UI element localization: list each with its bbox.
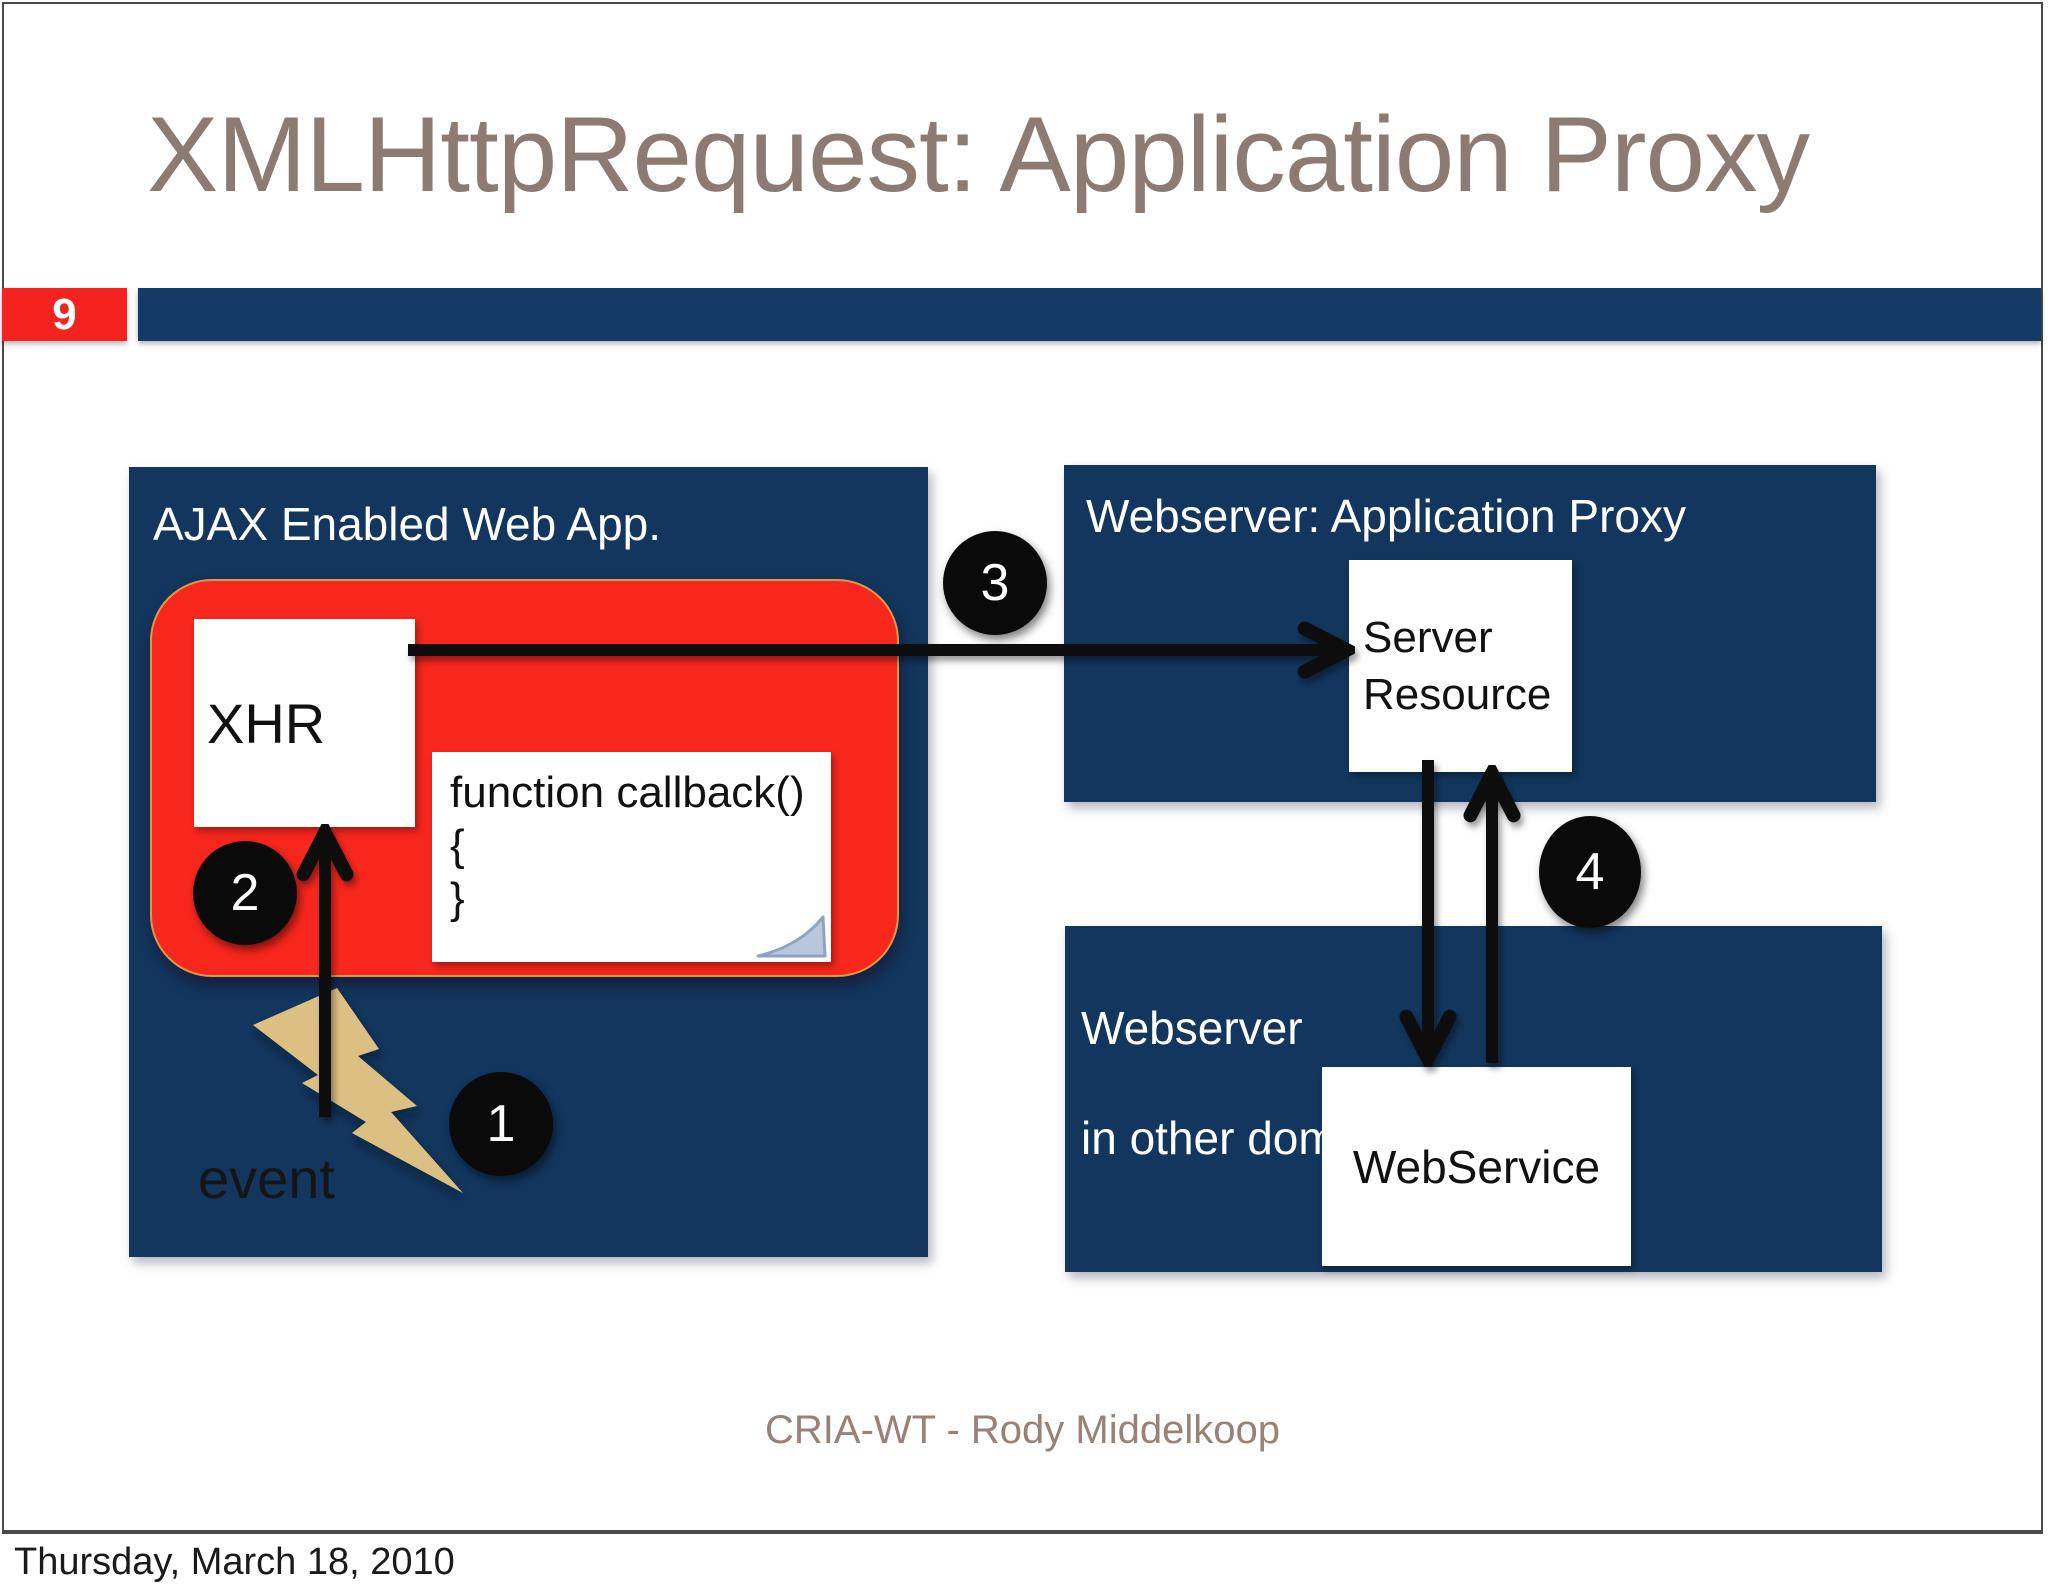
page-number-badge: 9	[2, 288, 127, 341]
callback-line-3: }	[450, 874, 465, 923]
callback-line-2: {	[450, 821, 465, 870]
step-badge-2-number: 2	[230, 864, 260, 922]
callback-line-1: function callback()	[450, 768, 805, 817]
server-resource-line-2: Resource	[1363, 670, 1552, 719]
callback-note: function callback() { }	[432, 752, 831, 962]
other-domain-title-line-1: Webserver	[1081, 1002, 1303, 1054]
xhr-node: XHR	[194, 619, 415, 827]
slide-canvas: XMLHttpRequest: Application Proxy 9 AJAX…	[2, 2, 2043, 1534]
step-badge-4: 4	[1539, 816, 1641, 928]
step-badge-3: 3	[943, 531, 1047, 635]
webservice-node: WebService	[1322, 1067, 1631, 1266]
server-resource-line-1: Server	[1363, 613, 1493, 662]
page-number: 9	[52, 289, 77, 339]
event-label: event	[198, 1147, 335, 1210]
webservice-label: WebService	[1352, 1140, 1601, 1193]
step-badge-2: 2	[193, 841, 297, 945]
title-divider-bar	[138, 288, 2041, 341]
application-proxy-title: Webserver: Application Proxy	[1086, 490, 1686, 542]
step-badge-4-number: 4	[1575, 843, 1605, 901]
footer-credit: CRIA-WT - Rody Middelkoop	[765, 1408, 1280, 1452]
slide-title: XMLHttpRequest: Application Proxy	[147, 94, 1810, 214]
step-badge-3-number: 3	[980, 554, 1010, 612]
ajax-web-app-title: AJAX Enabled Web App.	[153, 498, 662, 550]
server-resource-node: Server Resource	[1349, 560, 1572, 772]
step-badge-1-number: 1	[486, 1095, 516, 1153]
export-date: Thursday, March 18, 2010	[14, 1541, 455, 1583]
step-badge-1: 1	[449, 1072, 553, 1176]
xhr-label: XHR	[207, 691, 326, 755]
